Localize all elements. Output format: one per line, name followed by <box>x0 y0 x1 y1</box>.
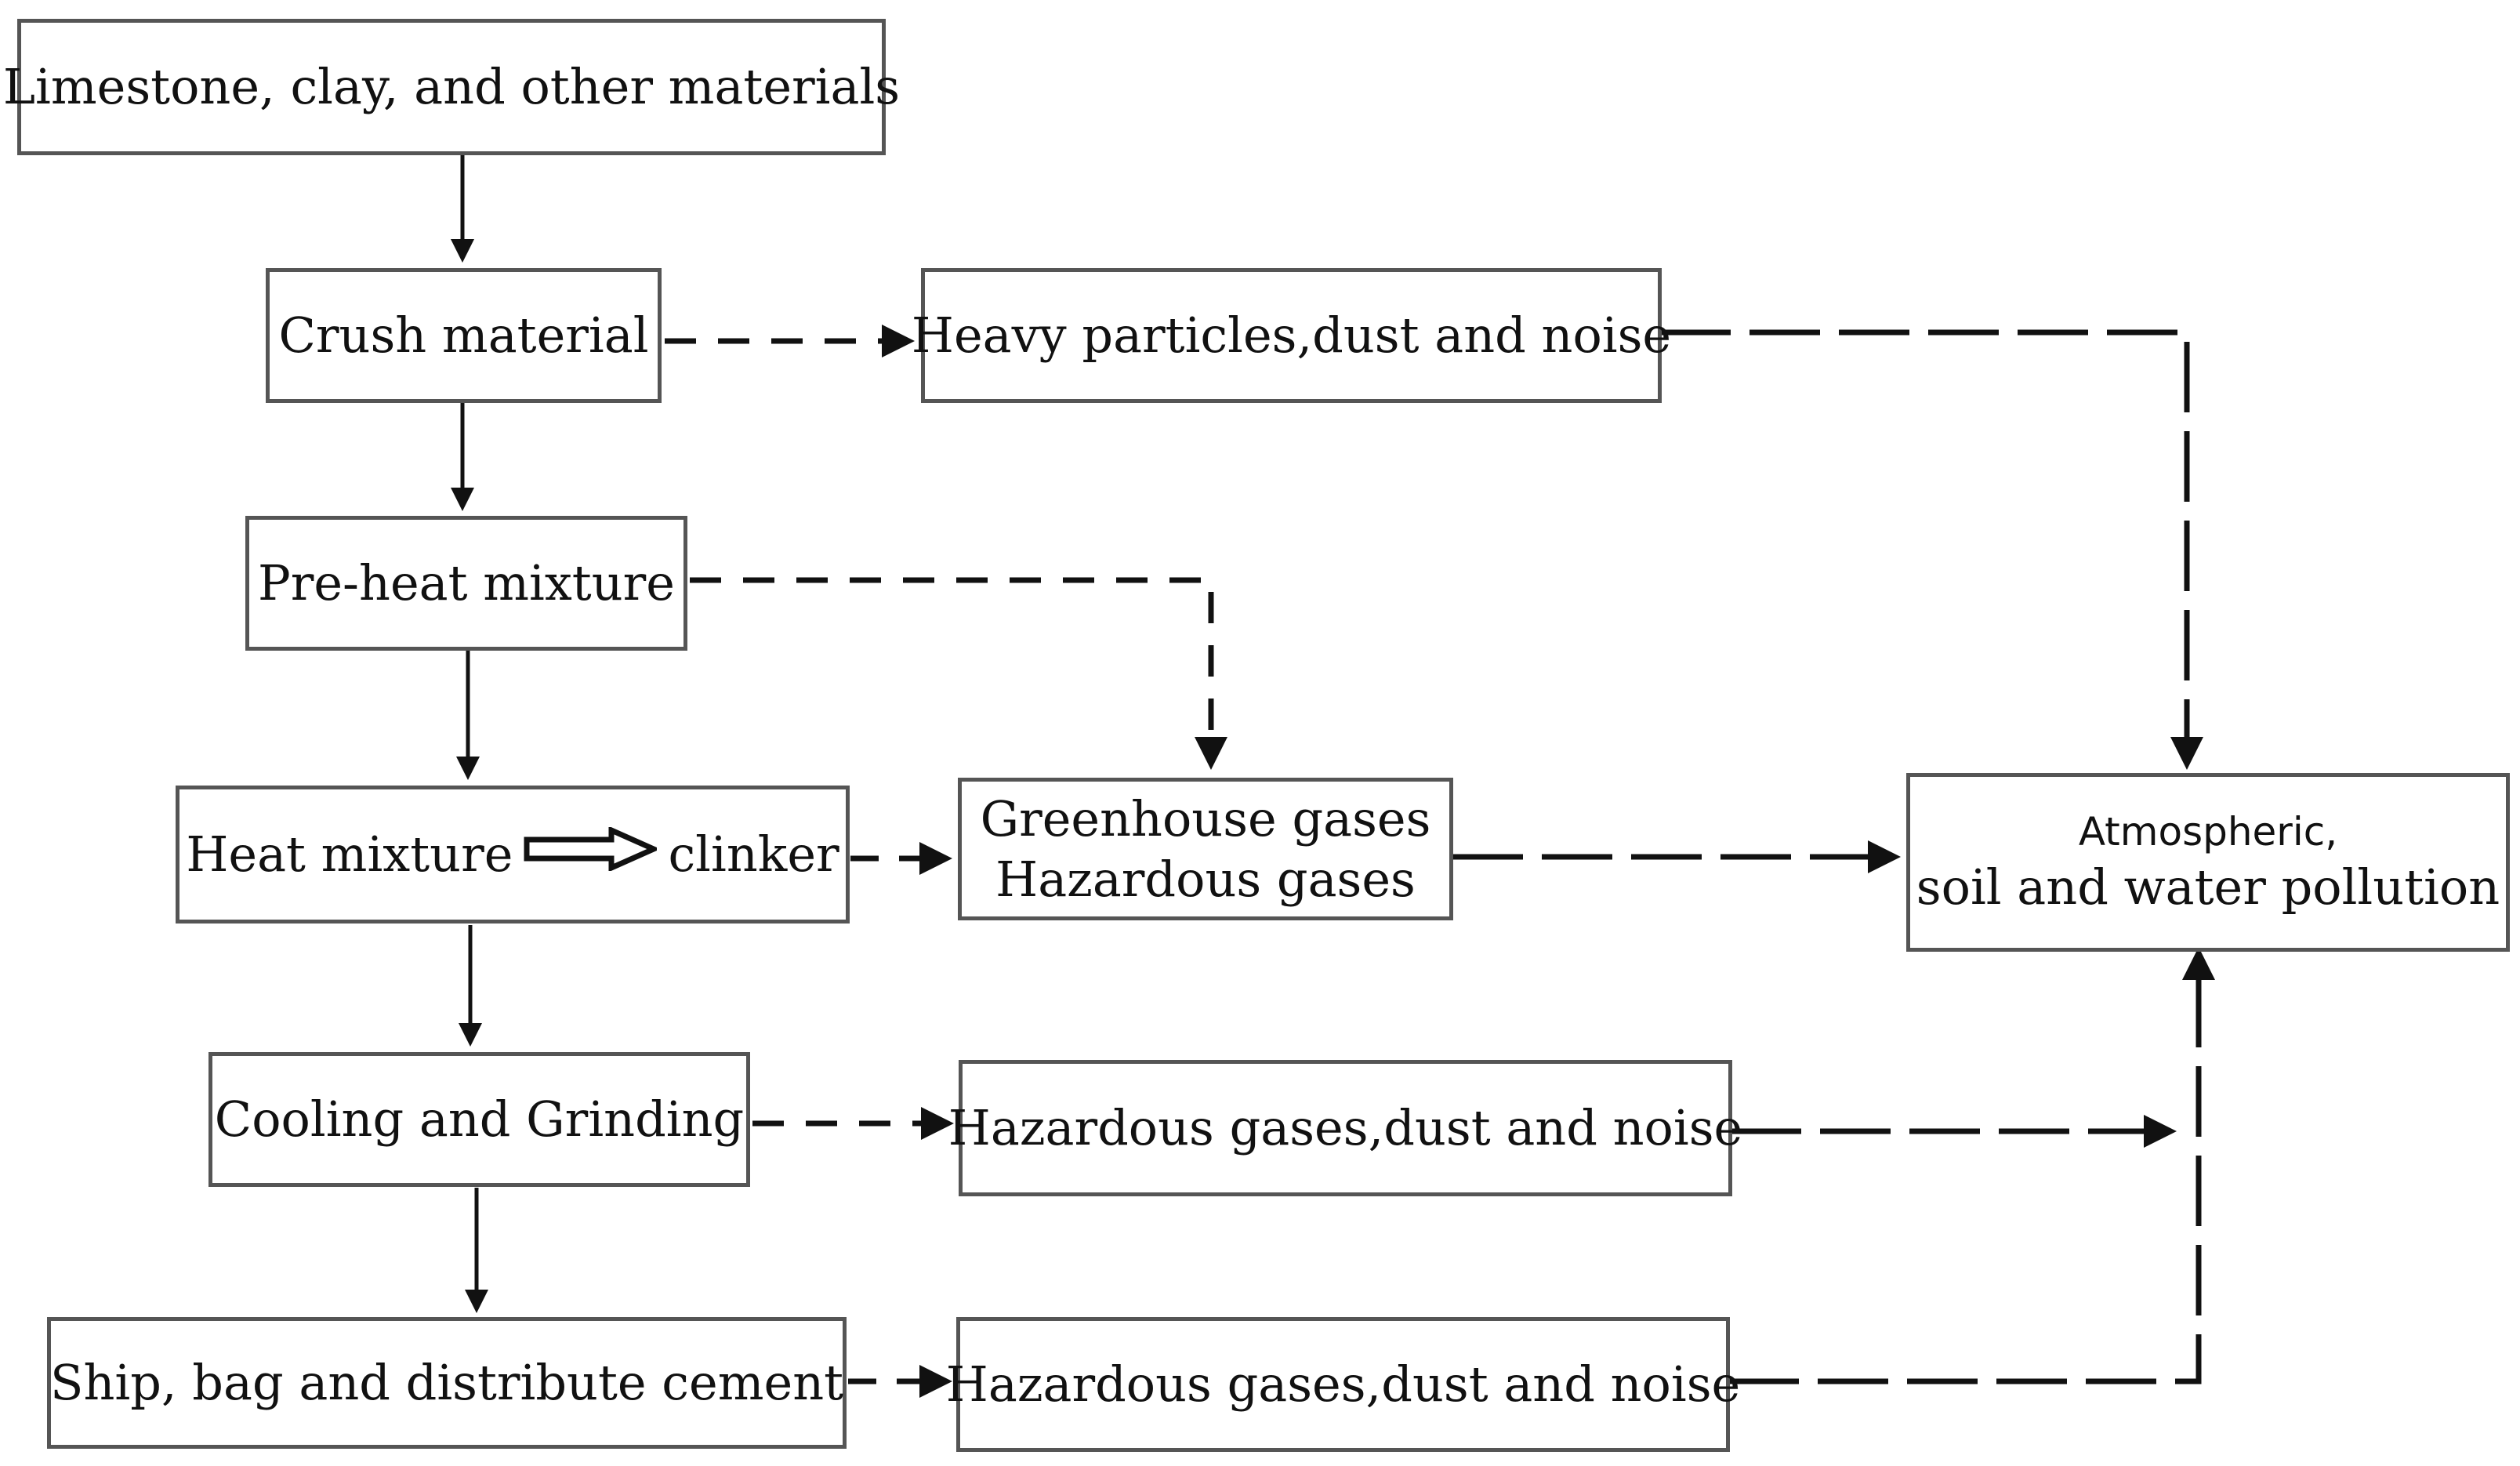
pollution-atmospheric-label: Atmospheric, <box>2078 809 2338 855</box>
node-cooling-grinding: Cooling and Grinding <box>208 1052 750 1187</box>
node-heat-mixture-label-right: clinker <box>668 826 839 884</box>
double-arrow-icon <box>524 824 662 885</box>
pollution-arrow-from-ship-emission <box>1728 947 2215 1384</box>
pollution-arrow-from-crush-emission <box>1660 329 2203 770</box>
emission-greenhouse-hazardous: Greenhouse gases Hazardous gases <box>958 778 1453 920</box>
node-crush-material: Crush material <box>266 268 662 403</box>
emission-heavy-particles-label: Heavy particles,dust and noise <box>911 307 1672 365</box>
node-crush-material-label: Crush material <box>278 307 649 365</box>
pollution-outcome: Atmospheric, soil and water pollution <box>1906 773 2510 952</box>
emission-ship-hazardous: Hazardous gases,dust and noise <box>946 1317 1740 1452</box>
node-heat-mixture: Heat mixture clinker <box>176 786 850 924</box>
node-preheat-mixture-label: Pre-heat mixture <box>258 554 675 612</box>
emission-hazardous-label: Hazardous gases <box>995 851 1416 908</box>
node-cooling-grinding-label: Cooling and Grinding <box>214 1090 745 1148</box>
node-heat-mixture-label-left: Heat mixture <box>186 826 513 884</box>
node-ship-bag-distribute-label: Ship, bag and distribute cement <box>49 1354 844 1412</box>
node-raw-materials-label: Limestone, clay, and other materials <box>2 58 901 116</box>
node-preheat-mixture: Pre-heat mixture <box>245 516 687 651</box>
emission-cooling-hazardous: Hazardous gases,dust and noise <box>948 1060 1742 1196</box>
emission-greenhouse-label: Greenhouse gases <box>980 789 1431 847</box>
emission-cooling-hazardous-label: Hazardous gases,dust and noise <box>948 1099 1743 1157</box>
node-ship-bag-distribute: Ship, bag and distribute cement <box>47 1317 847 1449</box>
emission-ship-hazardous-label: Hazardous gases,dust and noise <box>945 1355 1741 1413</box>
node-raw-materials: Limestone, clay, and other materials <box>3 19 900 155</box>
pollution-soil-water-label: soil and water pollution <box>1916 858 2500 916</box>
emission-arrow-preheat <box>690 577 1227 770</box>
emission-heavy-particles: Heavy particles,dust and noise <box>912 268 1671 403</box>
